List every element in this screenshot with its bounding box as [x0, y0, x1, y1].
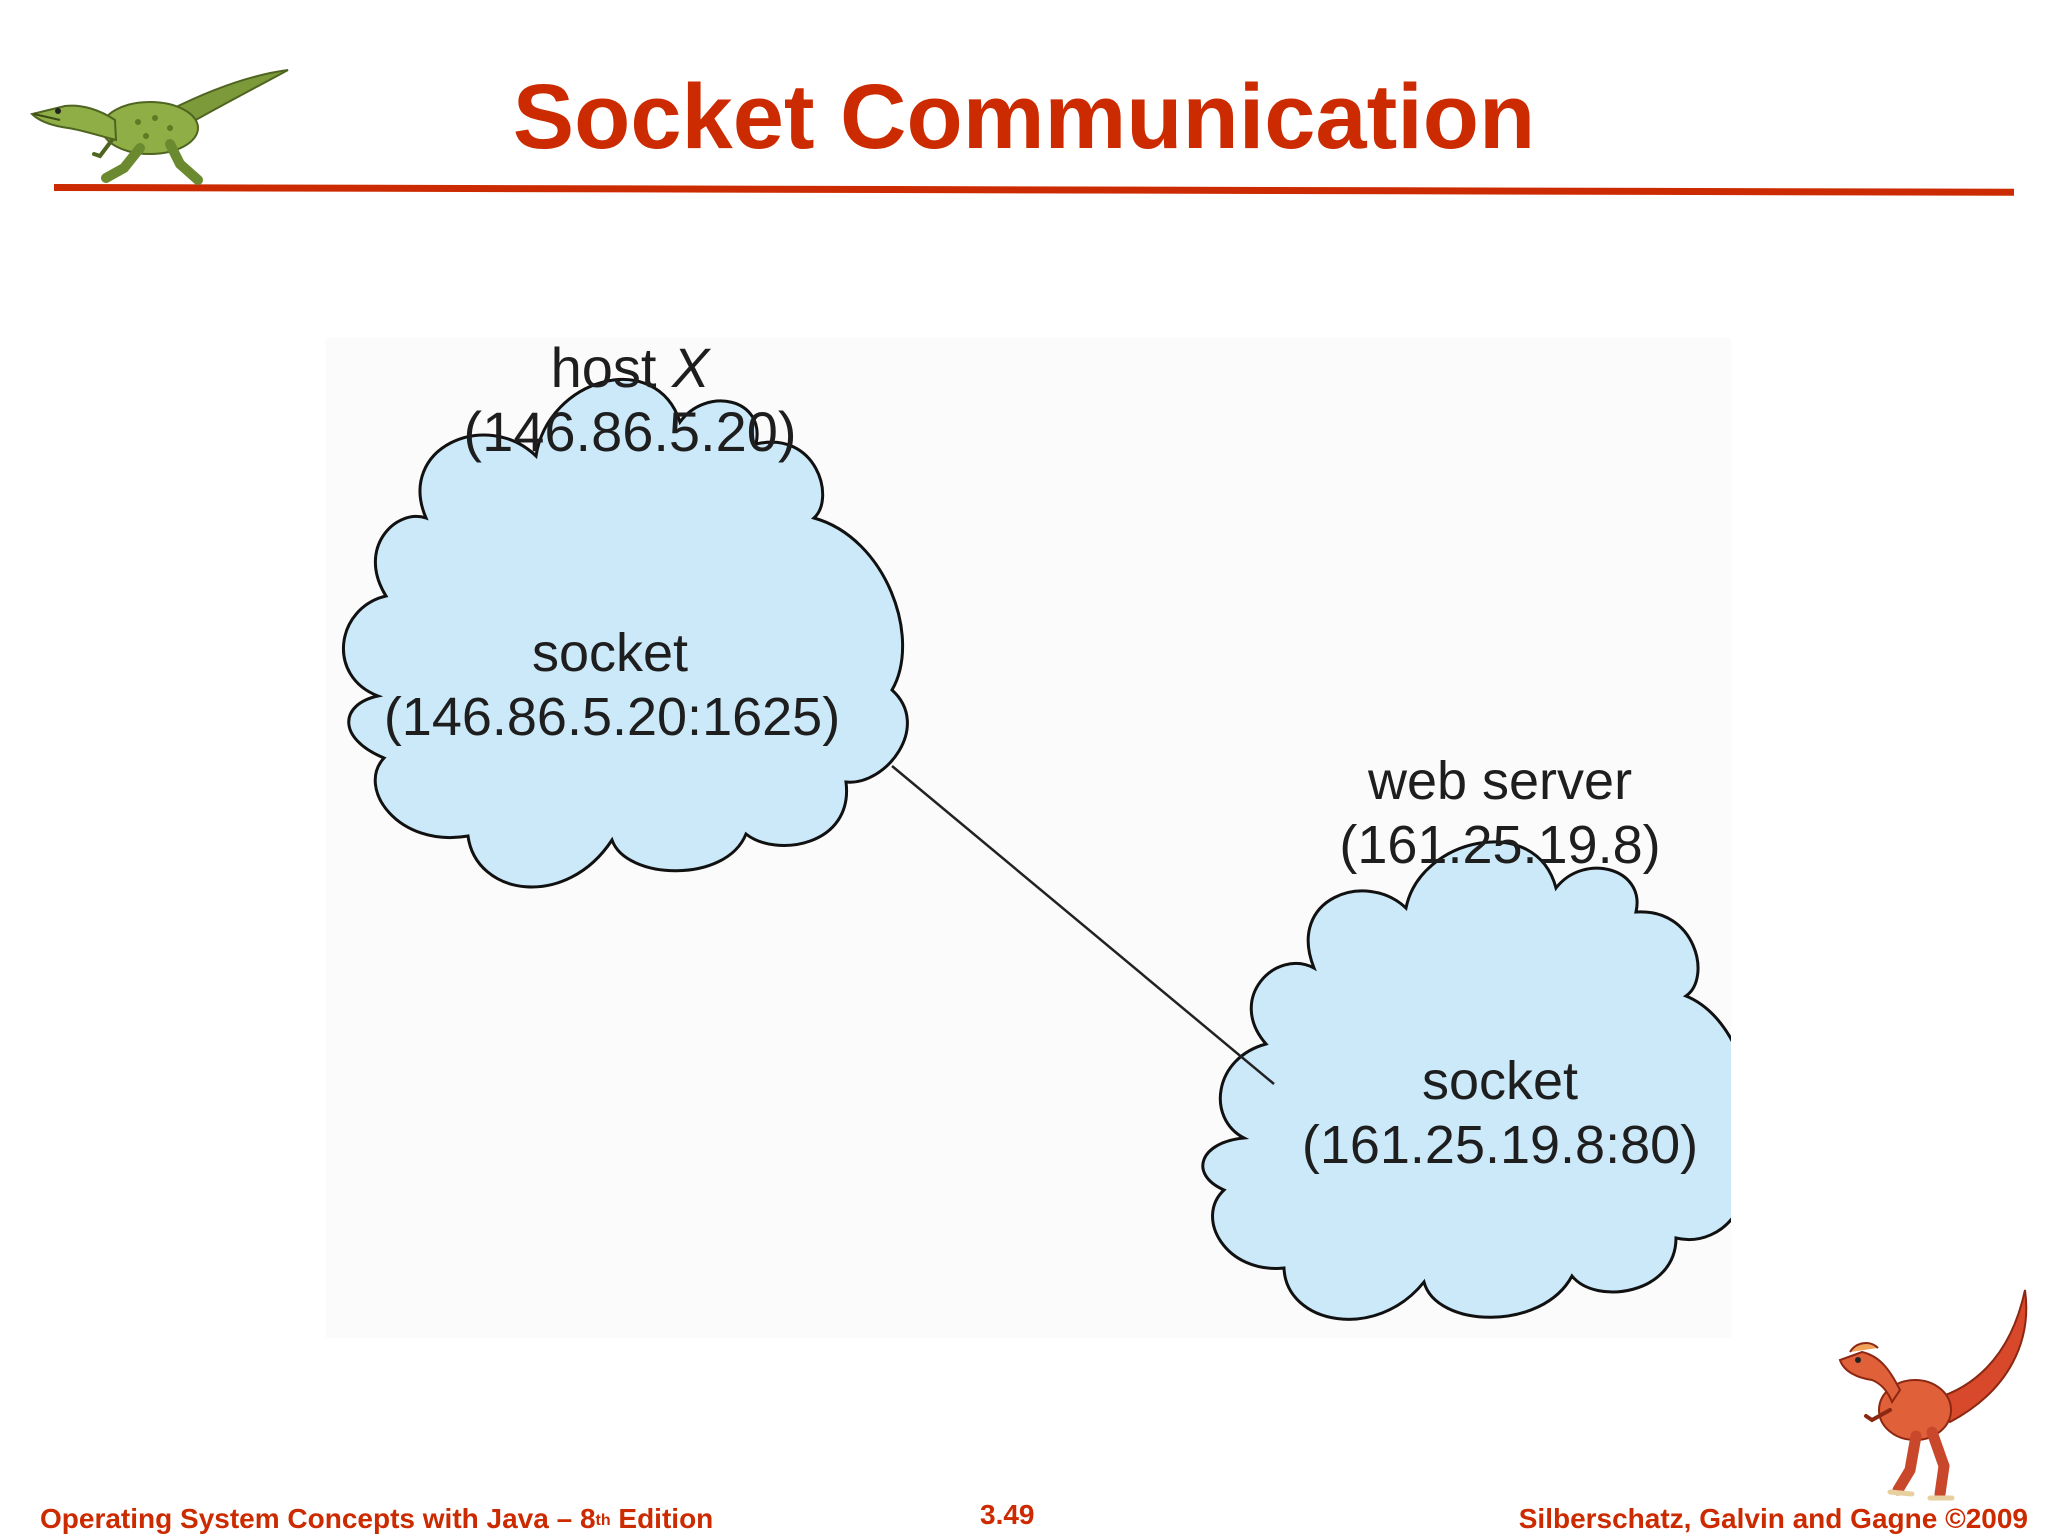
host-address-label: (146.86.5.20) — [463, 400, 797, 463]
host-socket-label: socket — [531, 623, 689, 683]
title-underline — [53, 184, 2015, 196]
footer-book-title: Operating System Concepts with Java – 8t… — [40, 1503, 714, 1534]
server-socket-label: socket — [1421, 1051, 1579, 1111]
host-name-label: host X — [550, 336, 710, 399]
host-cloud — [342, 378, 909, 889]
server-name-label: web server — [1367, 751, 1633, 811]
server-socket-address-label: (161.25.19.8:80) — [1301, 1115, 1699, 1175]
socket-diagram — [342, 378, 1731, 1321]
red-dinosaur-logo — [1838, 1289, 2028, 1501]
server-address-label: (161.25.19.8) — [1339, 815, 1661, 875]
server-cloud — [1201, 840, 1731, 1321]
slide-title: Socket Communication — [512, 66, 1536, 168]
connection-line — [891, 765, 1275, 1085]
footer-page-number: 3.49 — [980, 1499, 1035, 1530]
footer-authors: Silberschatz, Galvin and Gagne ©2009 — [1518, 1503, 2028, 1534]
host-socket-address-label: (146.86.5.20:1625) — [383, 687, 841, 747]
green-dinosaur-logo — [30, 69, 289, 185]
